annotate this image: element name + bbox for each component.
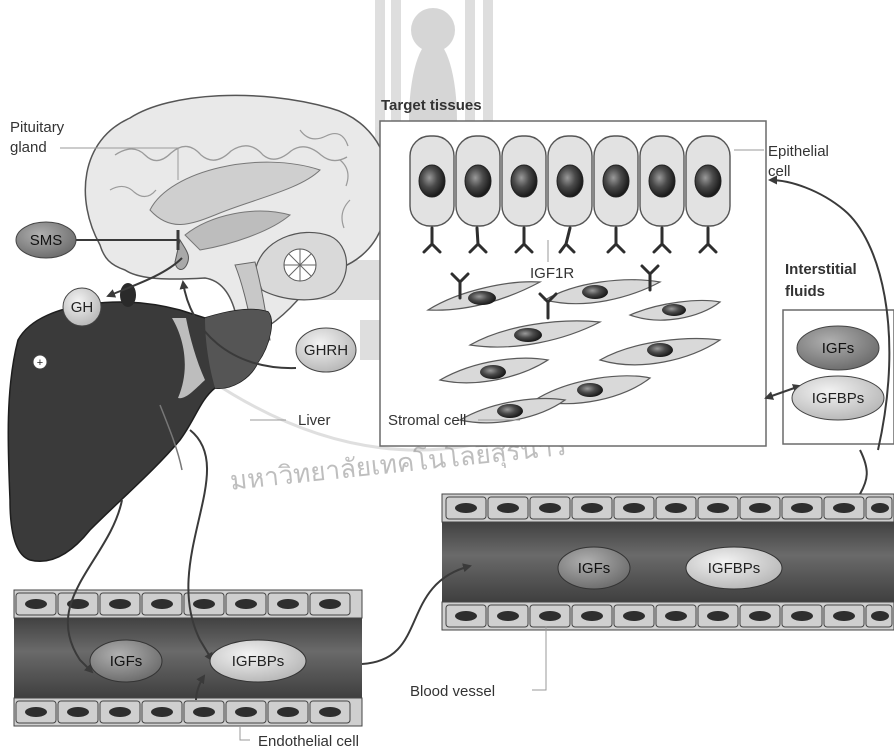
igfbps-pill-right-vessel: IGFBPs	[686, 547, 782, 589]
igfbps-pill-interstitial: IGFBPs	[792, 376, 884, 420]
igf1r-label: IGF1R	[530, 265, 574, 282]
endothelial-cell-label: Endothelial cell	[258, 733, 359, 750]
sms-pill: SMS	[16, 222, 76, 258]
epithelial-label-line2: cell	[768, 163, 791, 180]
stromal-cell-label: Stromal cell	[388, 412, 466, 429]
svg-text:IGFs: IGFs	[822, 340, 855, 357]
epithelial-label-line1: Epithelial	[768, 143, 829, 160]
epithelial-cell-row	[410, 136, 730, 226]
svg-text:GHRH: GHRH	[304, 342, 348, 359]
igfs-pill-right-vessel: IGFs	[558, 547, 630, 589]
pituitary-label-line1: Pituitary	[10, 119, 65, 136]
gh-pill: GH	[63, 288, 101, 326]
svg-text:GH: GH	[71, 299, 94, 316]
igfbps-pill-left-vessel: IGFBPs	[210, 640, 306, 682]
blood-vessel-right	[442, 494, 894, 630]
svg-text:IGFBPs: IGFBPs	[232, 653, 285, 670]
liver-illustration	[8, 283, 271, 561]
interstitial-label-line2: fluids	[785, 283, 825, 300]
blood-vessel-label: Blood vessel	[410, 683, 495, 700]
svg-text:SMS: SMS	[30, 232, 63, 249]
svg-text:+: +	[37, 357, 43, 369]
plus-sign: +	[33, 355, 47, 369]
liver-label: Liver	[298, 412, 331, 429]
target-tissues-heading: Target tissues	[381, 97, 482, 114]
igfs-pill-left-vessel: IGFs	[90, 640, 162, 682]
igfs-pill-interstitial: IGFs	[797, 326, 879, 370]
svg-text:IGFBPs: IGFBPs	[708, 560, 761, 577]
interstitial-label-line1: Interstitial	[785, 261, 857, 278]
svg-text:IGFs: IGFs	[110, 653, 143, 670]
svg-text:IGFBPs: IGFBPs	[812, 390, 865, 407]
blood-vessel-left	[14, 590, 362, 726]
svg-text:IGFs: IGFs	[578, 560, 611, 577]
ghrh-pill: GHRH	[296, 328, 356, 372]
pituitary-label-line2: gland	[10, 139, 47, 156]
